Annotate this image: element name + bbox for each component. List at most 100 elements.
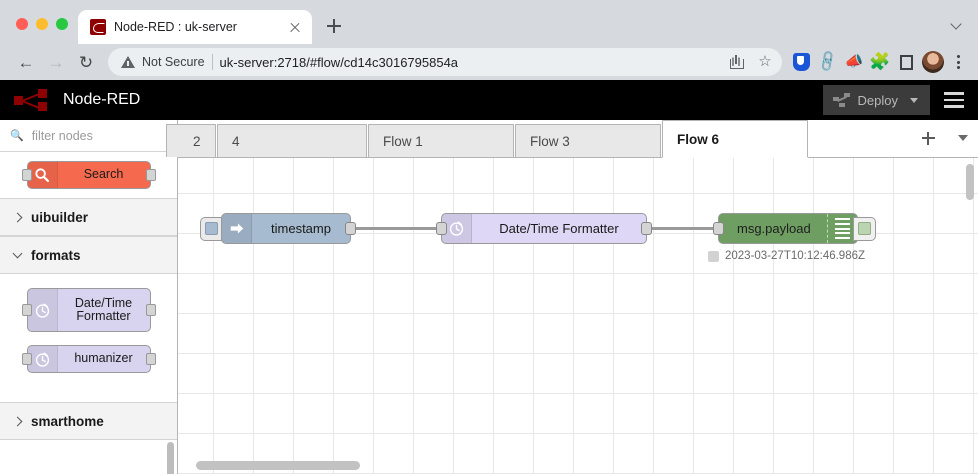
node-red-favicon-icon (90, 19, 106, 35)
node-palette: 🔍 Search uibu (0, 120, 178, 474)
node-input-port (21, 169, 32, 181)
forward-arrow-icon[interactable]: → (47, 52, 65, 72)
clock-icon (27, 289, 58, 331)
flow-canvas[interactable]: timestamp Date/Time Formatter (178, 158, 978, 474)
node-status-text: 2023-03-27T10:12:46.986Z (708, 250, 865, 262)
deploy-icon (832, 92, 850, 108)
palette-node-label: humanizer (74, 351, 133, 366)
flow-node-label: Date/Time Formatter (499, 221, 619, 236)
node-input-port (21, 353, 32, 365)
node-output-port (145, 353, 156, 365)
flow-node-debug[interactable]: msg.payload (713, 213, 876, 244)
wire-datetime-to-debug (652, 227, 713, 230)
shield-extension-icon[interactable] (790, 50, 814, 74)
window-traffic-lights (0, 18, 78, 44)
node-input-port (21, 304, 32, 316)
palette-category-label: formats (31, 247, 81, 263)
close-tab-icon[interactable] (286, 18, 304, 36)
node-output-port[interactable] (641, 222, 652, 235)
node-output-port[interactable] (345, 222, 356, 235)
deploy-button[interactable]: Deploy (822, 85, 930, 115)
palette-node-label: Search (83, 167, 124, 182)
arrow-right-icon (222, 214, 252, 243)
palette-node-humanizer[interactable]: humanizer (21, 345, 156, 373)
browser-toolbar: ← → ↻ Not Secure uk-server:2718/#flow/cd… (0, 44, 978, 80)
inject-trigger-button[interactable] (200, 216, 222, 241)
share-icon[interactable] (725, 51, 747, 73)
palette-node-group-datetime: Date/Time Formatter (0, 274, 177, 341)
chevron-right-icon (12, 212, 23, 222)
maximize-window-button[interactable] (56, 18, 68, 30)
puzzle-extension-icon[interactable]: 🧩 (869, 52, 891, 71)
clock-icon (442, 214, 472, 243)
chevron-right-icon (12, 416, 23, 426)
close-window-button[interactable] (16, 18, 28, 30)
minimize-window-button[interactable] (36, 18, 48, 30)
hamburger-icon[interactable] (930, 80, 978, 120)
magnifier-icon (27, 162, 58, 188)
palette-category-smarthome[interactable]: smarthome (0, 402, 177, 440)
palette-scroll-area: Search uibuilder formats (0, 152, 177, 474)
palette-category-label: smarthome (31, 413, 104, 429)
node-output-port (145, 169, 156, 181)
flow-node-label: msg.payload (737, 221, 811, 236)
nodered-logo-icon (14, 89, 54, 111)
palette-category-label: uibuilder (31, 209, 88, 225)
palette-node-search[interactable]: Search (21, 161, 156, 189)
flow-tab-label: Flow 6 (677, 131, 720, 147)
node-output-port (145, 304, 156, 316)
avatar[interactable] (922, 51, 944, 73)
browser-tab[interactable]: Node-RED : uk-server (78, 10, 312, 44)
nodered-header: Node-RED Deploy (0, 80, 978, 120)
link-extension-icon[interactable]: 🔗 (815, 49, 841, 74)
flow-tab-label: 2 (193, 133, 201, 149)
browser-tab-title: Node-RED : uk-server (114, 20, 237, 34)
canvas-horizontal-scrollbar[interactable] (196, 461, 360, 470)
palette-category-uibuilder[interactable]: uibuilder (0, 198, 177, 236)
flow-node-datetime-formatter[interactable]: Date/Time Formatter (436, 213, 652, 244)
chevron-down-icon (12, 248, 23, 259)
nodered-brand-label: Node-RED (63, 91, 141, 108)
star-icon[interactable]: ☆ (758, 53, 772, 70)
deploy-chevron-down-icon[interactable] (910, 97, 918, 103)
palette-vertical-scrollbar[interactable] (167, 442, 174, 474)
omnibox-divider (211, 54, 213, 70)
browser-tabstrip: Node-RED : uk-server (0, 0, 978, 44)
add-tab-icon[interactable] (908, 119, 948, 157)
tab-search-chevron-icon[interactable] (950, 18, 964, 32)
palette-node-datetime-formatter[interactable]: Date/Time Formatter (21, 288, 156, 332)
flow-tab-4[interactable]: 4 (217, 124, 367, 157)
back-arrow-icon[interactable]: ← (17, 52, 35, 72)
node-input-port[interactable] (436, 222, 447, 235)
flow-node-inject[interactable]: timestamp (200, 213, 356, 244)
filter-nodes-input[interactable] (29, 127, 167, 144)
tab-list-chevron-icon[interactable] (948, 119, 978, 157)
canvas-vertical-scrollbar[interactable] (966, 164, 974, 200)
status-dot-icon (708, 250, 719, 262)
flow-tab-2[interactable]: 2 (166, 124, 216, 157)
flow-tab-flow-1[interactable]: Flow 1 (368, 124, 514, 157)
palette-node-label: Date/Time Formatter (74, 295, 133, 323)
node-input-port[interactable] (713, 222, 724, 235)
status-label: 2023-03-27T10:12:46.986Z (725, 250, 866, 262)
flow-tab-flow-6[interactable]: Flow 6 (662, 120, 808, 158)
search-icon: 🔍 (10, 130, 24, 142)
clock-icon (27, 346, 58, 372)
palette-node-group-search: Search (0, 152, 177, 198)
browser-chrome: Node-RED : uk-server ← → ↻ Not Secure uk… (0, 0, 978, 80)
deploy-label: Deploy (857, 92, 898, 108)
square-extension-icon[interactable] (894, 50, 918, 74)
flow-tabbar: 2 4 Flow 1 Flow 3 Flow 6 (166, 119, 978, 158)
palette-filter-row[interactable]: 🔍 (0, 120, 177, 152)
new-tab-button[interactable] (320, 12, 348, 40)
flow-tab-label: Flow 1 (383, 133, 423, 149)
palette-category-formats[interactable]: formats (0, 236, 177, 274)
flow-tab-label: 4 (232, 133, 240, 149)
debug-enable-toggle[interactable] (853, 216, 876, 241)
url-text: uk-server:2718/#flow/cd14c3016795854a (219, 54, 459, 70)
kebab-menu-icon[interactable] (948, 50, 968, 74)
address-bar[interactable]: Not Secure uk-server:2718/#flow/cd14c301… (108, 48, 782, 76)
flow-tab-flow-3[interactable]: Flow 3 (515, 124, 661, 157)
megaphone-extension-icon[interactable]: 📣 (844, 53, 864, 70)
reload-icon[interactable]: ↻ (78, 52, 94, 72)
